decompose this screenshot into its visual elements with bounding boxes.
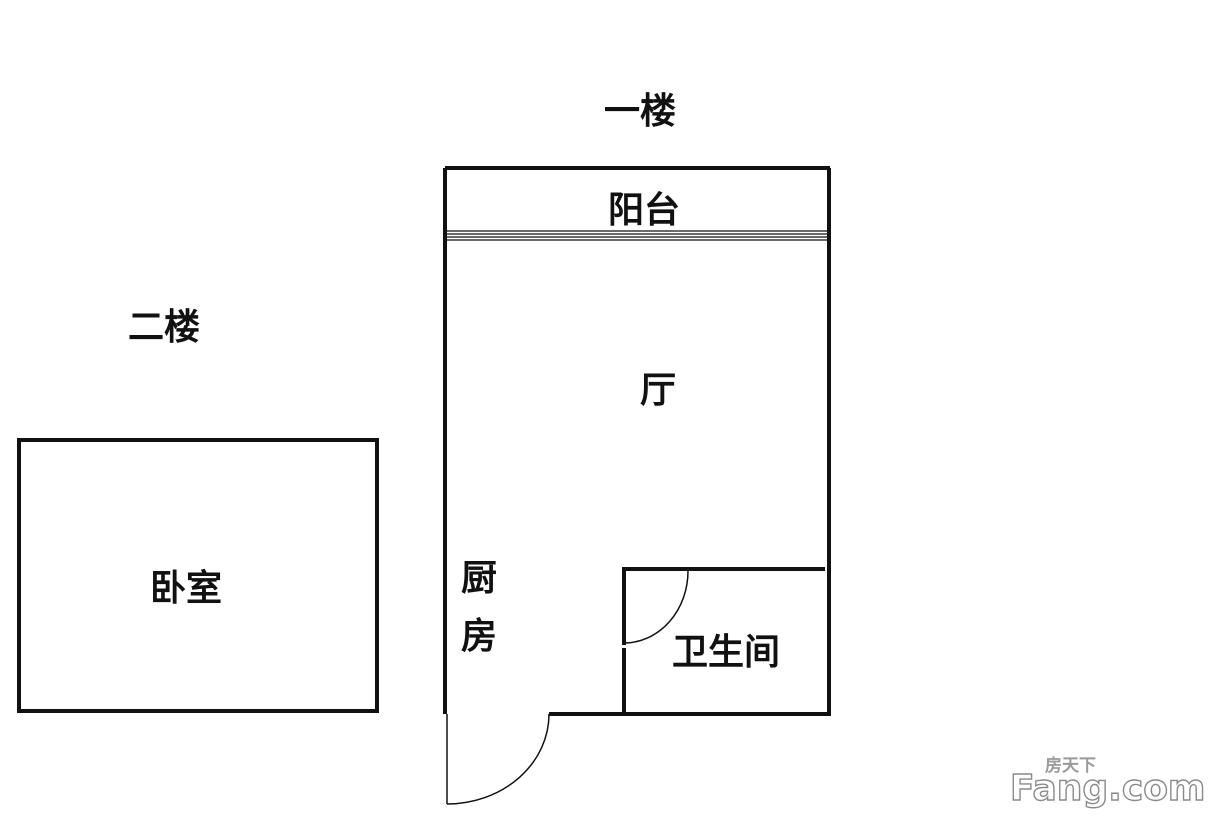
second-floor-title: 二楼 (128, 307, 200, 348)
watermark: 房天下 Fang.com (1009, 755, 1206, 810)
bedroom-outline (17, 438, 379, 713)
watermark-brand: Fang.com (1010, 768, 1205, 809)
bedroom-label: 卧室 (150, 568, 222, 609)
kitchen-label-top: 厨 (461, 558, 497, 599)
hall-label: 厅 (640, 370, 676, 411)
balcony-label: 阳台 (608, 190, 680, 231)
bathroom-walls (622, 567, 825, 714)
first-floor-walls (443, 166, 831, 716)
kitchen-label-bottom: 房 (461, 616, 497, 657)
first-floor-title: 一楼 (604, 91, 676, 132)
watermark-tagline: 房天下 (1045, 755, 1096, 776)
bathroom-door (623, 569, 689, 644)
balcony-divider (447, 230, 827, 241)
bathroom-label: 卫生间 (672, 632, 780, 673)
entrance-door (446, 713, 550, 805)
